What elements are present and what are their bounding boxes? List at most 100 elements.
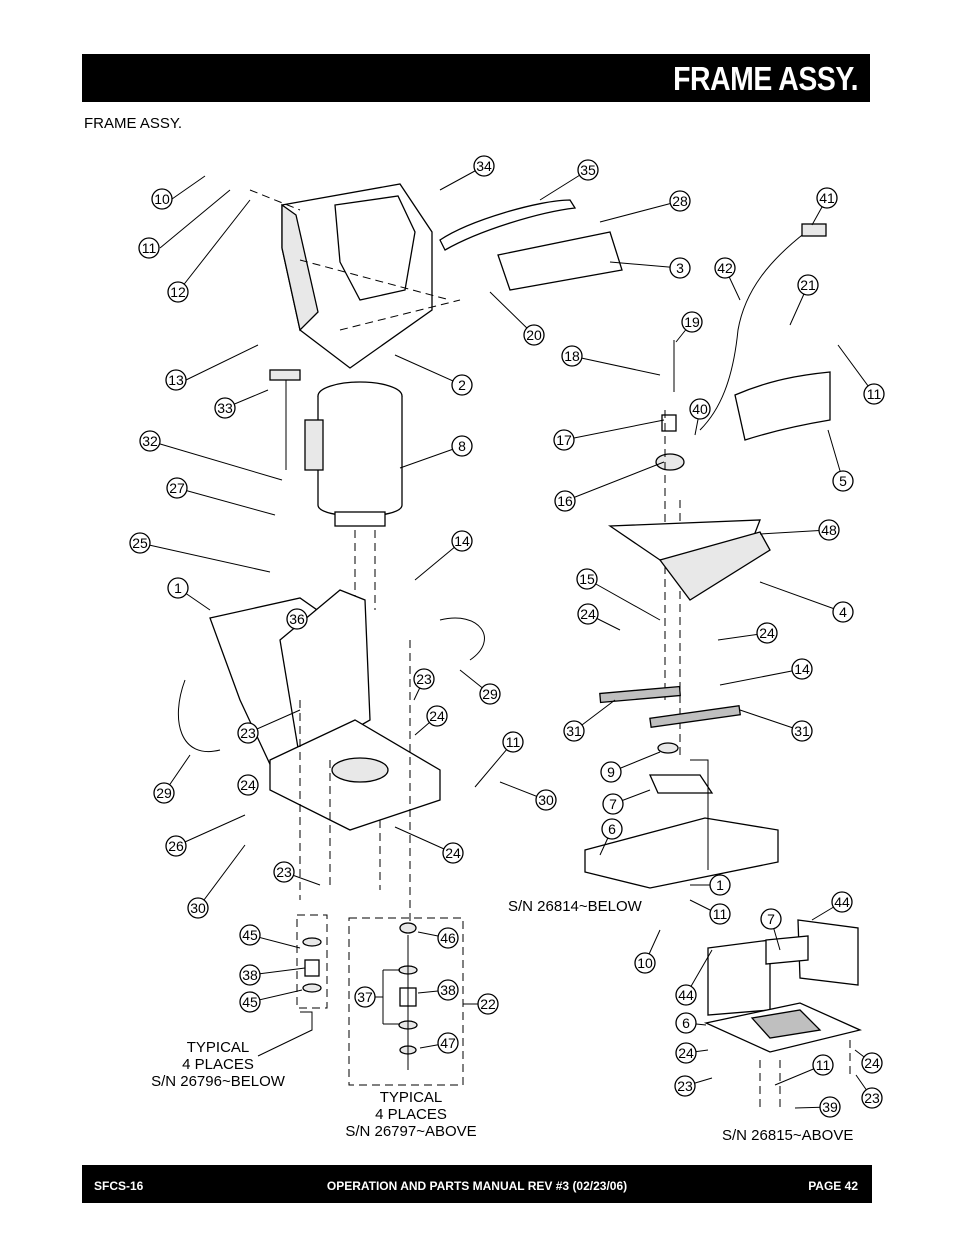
callout-9: 9 bbox=[600, 761, 622, 783]
svg-text:38: 38 bbox=[440, 982, 456, 998]
svg-text:23: 23 bbox=[276, 864, 292, 880]
callout-8: 8 bbox=[451, 435, 473, 457]
callout-22: 22 bbox=[477, 993, 499, 1015]
callout-46: 46 bbox=[437, 927, 459, 949]
callout-6: 6 bbox=[675, 1012, 697, 1034]
svg-text:27: 27 bbox=[169, 480, 185, 496]
svg-text:29: 29 bbox=[482, 686, 498, 702]
callout-24: 24 bbox=[861, 1052, 883, 1074]
svg-text:6: 6 bbox=[682, 1015, 690, 1031]
svg-text:40: 40 bbox=[692, 401, 708, 417]
svg-text:23: 23 bbox=[240, 725, 256, 741]
callout-24: 24 bbox=[756, 622, 778, 644]
svg-text:24: 24 bbox=[580, 606, 596, 622]
callout-24: 24 bbox=[237, 774, 259, 796]
svg-text:37: 37 bbox=[357, 989, 373, 1005]
svg-text:14: 14 bbox=[454, 533, 470, 549]
svg-text:33: 33 bbox=[217, 400, 233, 416]
svg-text:1: 1 bbox=[716, 877, 724, 893]
callout-29: 29 bbox=[153, 782, 175, 804]
svg-text:31: 31 bbox=[794, 723, 810, 739]
svg-text:29: 29 bbox=[156, 785, 172, 801]
callout-23: 23 bbox=[413, 668, 435, 690]
callout-33: 33 bbox=[214, 397, 236, 419]
note-typical-above: TYPICAL 4 PLACES S/N 26797~ABOVE bbox=[345, 1089, 476, 1140]
svg-text:15: 15 bbox=[579, 571, 595, 587]
svg-text:18: 18 bbox=[564, 348, 580, 364]
svg-text:44: 44 bbox=[834, 894, 850, 910]
callout-39: 39 bbox=[819, 1096, 841, 1118]
callout-41: 41 bbox=[816, 187, 838, 209]
callout-14: 14 bbox=[791, 658, 813, 680]
callout-1: 1 bbox=[709, 874, 731, 896]
svg-text:22: 22 bbox=[480, 996, 496, 1012]
svg-text:31: 31 bbox=[566, 723, 582, 739]
guard-bracket-drawing bbox=[249, 183, 623, 369]
svg-text:4: 4 bbox=[839, 604, 847, 620]
callout-31: 31 bbox=[563, 720, 585, 742]
svg-text:26: 26 bbox=[168, 838, 184, 854]
svg-text:36: 36 bbox=[289, 611, 305, 627]
callout-30: 30 bbox=[187, 897, 209, 919]
svg-text:4 PLACES: 4 PLACES bbox=[375, 1106, 447, 1123]
svg-text:25: 25 bbox=[132, 535, 148, 551]
callout-18: 18 bbox=[561, 345, 583, 367]
svg-text:11: 11 bbox=[713, 906, 728, 922]
svg-text:21: 21 bbox=[800, 277, 816, 293]
svg-text:10: 10 bbox=[154, 191, 170, 207]
callout-7: 7 bbox=[760, 908, 782, 930]
svg-text:17: 17 bbox=[556, 432, 572, 448]
callout-17: 17 bbox=[553, 429, 575, 451]
callout-2: 2 bbox=[451, 374, 473, 396]
callout-14: 14 bbox=[451, 530, 473, 552]
footer-model: SFCS-16 bbox=[94, 1179, 144, 1193]
callout-30: 30 bbox=[535, 789, 557, 811]
title-bar: FRAME ASSY. bbox=[82, 54, 870, 102]
callout-6: 6 bbox=[601, 818, 623, 840]
svg-text:6: 6 bbox=[608, 821, 616, 837]
svg-text:24: 24 bbox=[759, 625, 775, 641]
footer-page-number: PAGE 42 bbox=[808, 1179, 858, 1193]
callout-35: 35 bbox=[577, 159, 599, 181]
callout-16: 16 bbox=[554, 490, 576, 512]
svg-text:24: 24 bbox=[240, 777, 256, 793]
callout-3: 3 bbox=[669, 257, 691, 279]
callout-4: 4 bbox=[832, 601, 854, 623]
svg-text:24: 24 bbox=[864, 1055, 880, 1071]
svg-text:16: 16 bbox=[557, 493, 573, 509]
note-typical-below: TYPICAL 4 PLACES S/N 26796~BELOW bbox=[151, 1039, 286, 1090]
svg-text:32: 32 bbox=[142, 433, 158, 449]
svg-text:24: 24 bbox=[445, 845, 461, 861]
hose-and-shield-drawing bbox=[655, 223, 831, 760]
note-sn-below: S/N 26814~BELOW bbox=[508, 898, 643, 915]
svg-text:7: 7 bbox=[609, 796, 617, 812]
callout-20: 20 bbox=[523, 324, 545, 346]
svg-text:S/N 26797~ABOVE: S/N 26797~ABOVE bbox=[345, 1123, 476, 1140]
callout-21: 21 bbox=[797, 274, 819, 296]
svg-text:23: 23 bbox=[677, 1078, 693, 1094]
svg-text:14: 14 bbox=[794, 661, 810, 677]
callout-10: 10 bbox=[151, 188, 173, 210]
callout-24: 24 bbox=[426, 705, 448, 727]
svg-text:45: 45 bbox=[242, 927, 258, 943]
mount-kit-drawing bbox=[296, 914, 464, 1086]
svg-text:24: 24 bbox=[429, 708, 445, 724]
svg-text:4 PLACES: 4 PLACES bbox=[182, 1056, 254, 1073]
svg-text:45: 45 bbox=[242, 994, 258, 1010]
callout-12: 12 bbox=[167, 281, 189, 303]
callout-38: 38 bbox=[239, 964, 261, 986]
callout-28: 28 bbox=[669, 190, 691, 212]
svg-text:19: 19 bbox=[684, 314, 700, 330]
svg-text:13: 13 bbox=[168, 372, 184, 388]
svg-text:23: 23 bbox=[864, 1090, 880, 1106]
callout-32: 32 bbox=[139, 430, 161, 452]
svg-text:1: 1 bbox=[174, 580, 182, 596]
svg-text:30: 30 bbox=[190, 900, 206, 916]
svg-text:47: 47 bbox=[440, 1035, 456, 1051]
svg-text:34: 34 bbox=[476, 158, 492, 174]
callout-36: 36 bbox=[286, 608, 308, 630]
svg-text:8: 8 bbox=[458, 438, 466, 454]
frame-drawing bbox=[178, 589, 485, 930]
callout-26: 26 bbox=[165, 835, 187, 857]
